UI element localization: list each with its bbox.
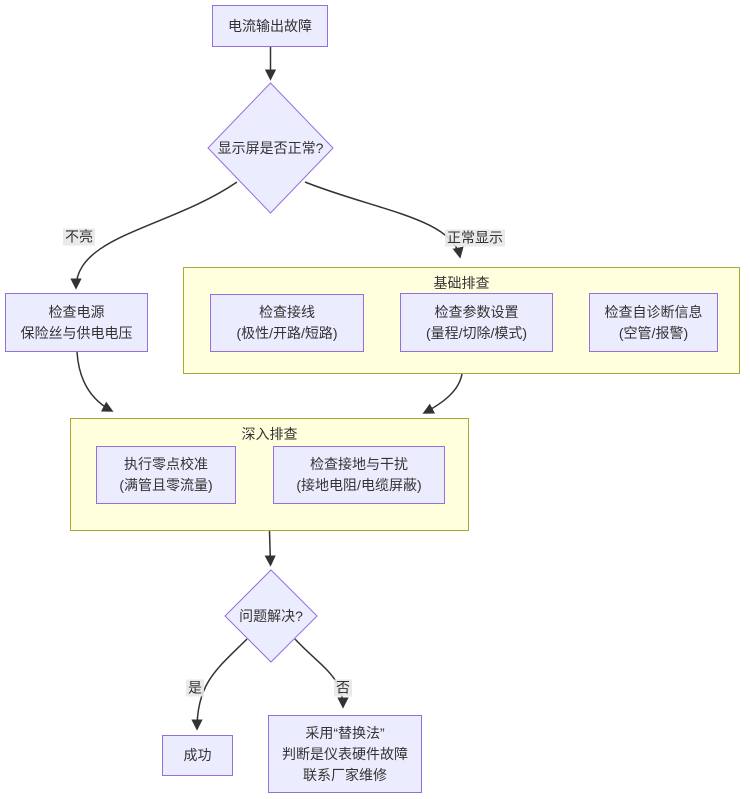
edge-solved-to-success	[191, 638, 248, 731]
decision-solved-label: 问题解决?	[239, 608, 303, 624]
node-check-wiring-line1: 检查接线	[259, 304, 315, 320]
node-zero-calibration-line1: 执行零点校准	[124, 456, 208, 472]
node-check-params-line1: 检查参数设置	[434, 303, 519, 320]
node-success: 成功	[162, 735, 233, 776]
node-check-grounding-line2: (接地电阻/电缆屏蔽)	[296, 477, 422, 493]
node-replace-method-line3: 联系厂家维修	[303, 766, 387, 783]
node-check-diagnostics: 检查自诊断信息 (空管/报警)	[589, 293, 718, 352]
node-zero-calibration-line2: (满管且零流量)	[119, 477, 213, 493]
node-check-diagnostics-line1: 检查自诊断信息	[604, 303, 703, 320]
node-check-power-line1: 检查电源	[48, 303, 105, 320]
node-replace-method: 采用“替换法” 判断是仪表硬件故障 联系厂家维修	[268, 715, 422, 793]
edge-basic-to-deep	[422, 373, 463, 414]
edge-label-normal-display: 正常显示	[445, 229, 505, 247]
edge-display-to-basic	[304, 181, 464, 259]
node-check-wiring-line2: (极性/开路/短路)	[236, 325, 338, 341]
decision-display-label: 显示屏是否正常?	[217, 140, 324, 156]
node-replace-method-line2: 判断是仪表硬件故障	[282, 745, 408, 762]
cluster-deep-title: 深入排查	[241, 426, 298, 442]
edge-label-not-lit: 不亮	[63, 228, 95, 246]
edge-label-yes: 是	[186, 679, 204, 697]
node-replace-method-line1: 采用“替换法”	[305, 724, 385, 741]
edge-deep-to-solved	[264, 530, 276, 567]
node-zero-calibration: 执行零点校准 (满管且零流量)	[96, 446, 236, 504]
edge-solved-to-replace	[294, 638, 349, 709]
node-check-power-line2: 保险丝与供电电压	[20, 324, 133, 341]
node-check-params: 检查参数设置 (量程/切除/模式)	[400, 293, 553, 352]
cluster-basic-title: 基础排查	[433, 275, 490, 291]
edge-power-to-deep	[76, 351, 114, 412]
node-check-grounding-line1: 检查接地与干扰	[310, 456, 408, 472]
node-current-output-fault-label: 电流输出故障	[228, 17, 312, 34]
node-current-output-fault: 电流输出故障	[212, 5, 328, 47]
node-check-params-line2: (量程/切除/模式)	[425, 324, 528, 341]
node-success-label: 成功	[183, 747, 212, 763]
node-check-power: 检查电源 保险丝与供电电压	[5, 293, 148, 352]
edge-label-no: 否	[334, 679, 352, 697]
node-check-wiring: 检查接线 (极性/开路/短路)	[210, 294, 364, 352]
node-check-diagnostics-line2: (空管/报警)	[618, 324, 689, 341]
node-check-grounding: 检查接地与干扰 (接地电阻/电缆屏蔽)	[273, 446, 445, 504]
